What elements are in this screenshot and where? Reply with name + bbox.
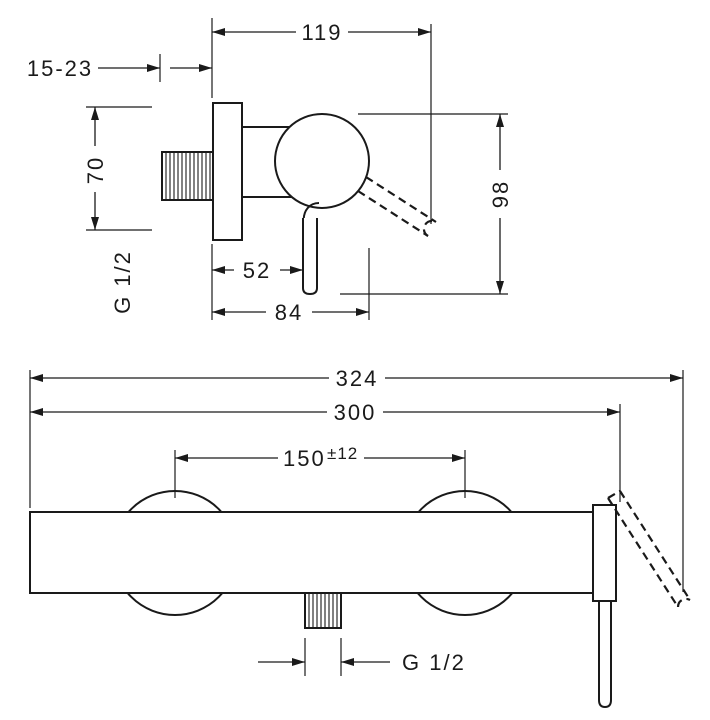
dim-height-70: 70 (83, 106, 152, 231)
wall-union-thread (161, 151, 214, 201)
thread-label-front: G 1/2 (402, 650, 466, 675)
wall-plate (212, 102, 243, 241)
lever-handle-front-dashed (607, 490, 691, 608)
dim-label-150-tolerance: ±12 (327, 444, 358, 463)
bottom-outlet-thread (304, 592, 342, 629)
dim-label-70: 70 (83, 156, 108, 184)
dim-label-300: 300 (334, 400, 377, 425)
thread-hatching (165, 152, 211, 200)
dim-depth-84: 84 (212, 248, 370, 325)
dim-width-300: 300 (30, 400, 621, 502)
side-view: 119 15-23 70 98 G 1/2 (27, 18, 513, 325)
dim-label-15-23: 15-23 (27, 56, 93, 81)
dim-height-98: 98 (340, 113, 513, 295)
dim-depth-15-23: 15-23 (27, 54, 212, 82)
thread-label-side: G 1/2 (110, 250, 135, 314)
dim-label-84: 84 (275, 300, 303, 325)
dim-label-324: 324 (336, 366, 379, 391)
lever-handle-dashed (357, 176, 437, 237)
dim-label-52: 52 (243, 258, 271, 283)
dim-width-324: 324 (29, 366, 684, 592)
dim-width-119: 119 (211, 18, 432, 224)
outlet-hatching (308, 593, 338, 628)
dim-offset-52: 52 (211, 244, 303, 320)
mixer-bar (29, 511, 594, 594)
end-cap (592, 504, 617, 602)
front-view: 324 300 150 ±12 G 1/2 (29, 366, 691, 709)
cartridge-housing (274, 113, 370, 209)
dim-label-119: 119 (301, 20, 342, 45)
outlet-pipe (302, 218, 318, 296)
dim-centers-150: 150 ±12 (174, 444, 466, 498)
dim-label-150: 150 (283, 446, 326, 471)
dim-label-98: 98 (488, 180, 513, 208)
dim-outlet-thread: G 1/2 (258, 638, 466, 676)
